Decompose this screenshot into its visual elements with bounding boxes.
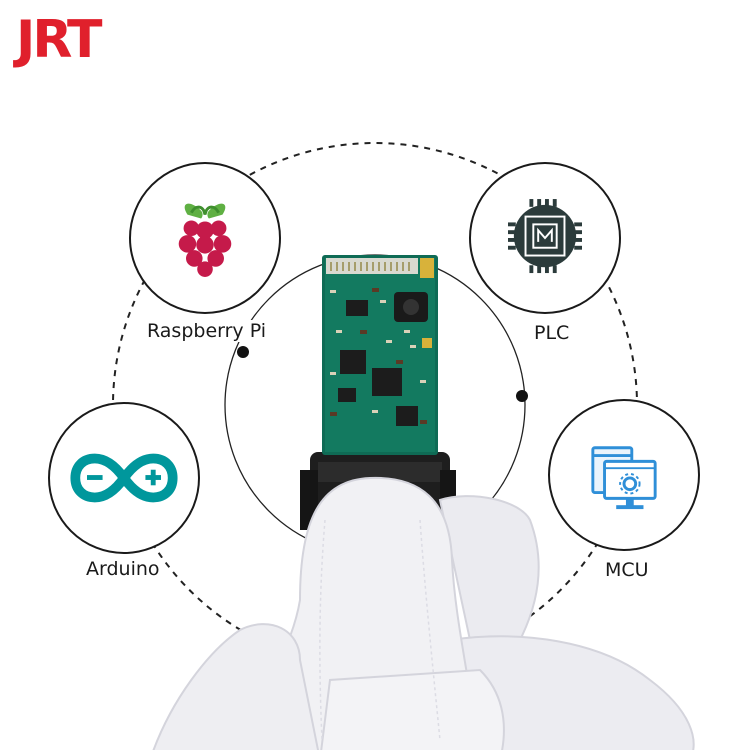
brand-logo-text: JRT <box>16 10 103 70</box>
plc-label: PLC <box>532 322 572 344</box>
brand-logo: JRT <box>16 10 103 70</box>
plc-circle <box>469 162 621 314</box>
arduino-label: Arduino <box>84 558 162 580</box>
plc-chip-icon <box>508 199 582 274</box>
arduino-circle <box>48 402 200 554</box>
mcu-monitor-icon <box>591 446 657 510</box>
ring-dot-right <box>516 390 528 402</box>
raspberry-pi-icon <box>178 203 232 277</box>
raspberry-pi-circle <box>129 162 281 314</box>
ring-dot-left <box>237 346 249 358</box>
raspberry-pi-label: Raspberry Pi <box>145 320 269 342</box>
mcu-label: MCU <box>603 559 651 581</box>
white-glove <box>152 476 695 750</box>
arduino-icon <box>70 453 178 503</box>
mcu-circle <box>548 399 700 551</box>
